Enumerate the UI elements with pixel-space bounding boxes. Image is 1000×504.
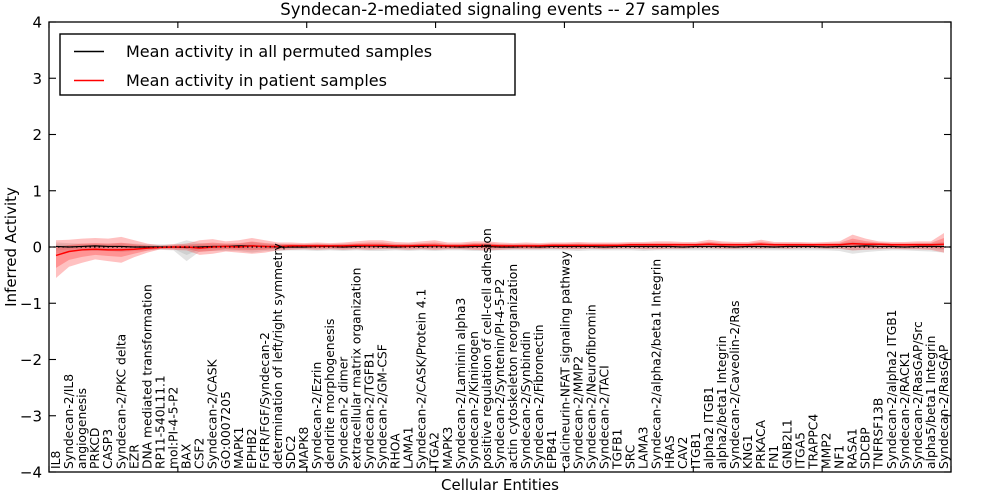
x-tick-label: MAPK8 — [297, 427, 311, 469]
x-tick-label: NF1 — [833, 445, 847, 469]
x-tick-label: LAMA3 — [637, 427, 651, 469]
y-tick-label: 2 — [32, 126, 42, 144]
x-tick-label: MAPK3 — [441, 427, 455, 469]
x-tick-label: Syndecan-2/RACK1 — [898, 352, 912, 469]
x-tick-label: MMP2 — [819, 433, 833, 469]
x-tick-label: TRAPPC4 — [806, 414, 820, 470]
x-tick-label: Syndecan-2/RasGAP — [937, 345, 951, 469]
x-tick-label: DNA mediated transformation — [140, 284, 154, 469]
y-tick-label: −2 — [20, 351, 42, 369]
x-tick-label: FGFR/FGF/Syndecan-2 — [258, 332, 272, 469]
legend-label-permuted: Mean activity in all permuted samples — [126, 42, 432, 61]
x-tick-label: SDC2 — [284, 435, 298, 469]
x-tick-label: extracellular matrix organization — [349, 268, 363, 469]
x-tick-label: Syndecan-2/TACI — [597, 365, 611, 469]
x-tick-label: EZR — [127, 444, 141, 469]
x-tick-label: Syndecan-2/Caveolin-2/Ras — [728, 301, 742, 469]
x-tick-label: TGFB1 — [611, 429, 625, 470]
x-tick-label: CSF2 — [193, 438, 207, 469]
x-tick-label: RASA1 — [846, 428, 860, 469]
x-tick-label: EPHB2 — [245, 428, 259, 469]
x-tick-label: CASP3 — [101, 429, 115, 469]
x-tick-label: positive regulation of cell-cell adhesio… — [480, 228, 494, 469]
x-tick-label: TNFRSF13B — [872, 398, 886, 470]
x-tick-label: RP11-540L11.1 — [153, 375, 167, 469]
x-tick-label: Syndecan-2 dimer — [336, 356, 350, 469]
x-tick-label: dendrite morphogenesis — [323, 319, 337, 469]
x-tick-label: mol:PI-4-5-P2 — [167, 387, 181, 469]
y-tick-label: −3 — [20, 407, 42, 425]
x-tick-label: Syndecan-2/MMP2 — [571, 356, 585, 469]
x-tick-label: PRKACA — [754, 419, 768, 469]
x-tick-label: Syndecan-2/GM-CSF — [375, 344, 389, 469]
patient-mean-line — [55, 242, 945, 257]
y-axis-label: Inferred Activity — [2, 187, 20, 307]
x-tick-label: angiogenesis — [75, 388, 89, 469]
x-tick-label: CAV2 — [676, 437, 690, 469]
y-tick-label: 3 — [32, 70, 42, 88]
x-tick-label: Syndecan-2/PKC delta — [114, 334, 128, 469]
x-tick-label: Syndecan-2/Kininogen — [467, 331, 481, 469]
x-tick-label: FN1 — [767, 445, 781, 469]
x-tick-label: GNB2L1 — [780, 419, 794, 469]
y-tick-label: 4 — [32, 14, 42, 32]
y-tick-label: 0 — [32, 239, 42, 257]
x-tick-label: Syndecan-2/TGFB1 — [362, 352, 376, 469]
chart-title: Syndecan-2-mediated signaling events -- … — [280, 0, 719, 19]
x-tick-label: alpha2 ITGB1 — [702, 386, 716, 469]
x-tick-label: Syndecan-2/Syntenin/PI-4-5-P2 — [493, 279, 507, 469]
y-tick-label: −4 — [20, 464, 42, 482]
x-tick-label: GO:0007205 — [219, 391, 233, 469]
x-tick-label: HRAS — [663, 435, 677, 469]
x-tick-label: IL8 — [49, 451, 63, 469]
x-tick-label: KNG1 — [741, 434, 755, 469]
x-tick-label: ITGA5 — [793, 432, 807, 469]
x-tick-label: determination of left/right symmetry — [271, 243, 285, 469]
x-tick-label: Syndecan-2/Laminin alpha3 — [454, 298, 468, 469]
y-tick-label: −1 — [20, 295, 42, 313]
x-tick-label: SRC — [624, 445, 638, 469]
legend-label-patient: Mean activity in patient samples — [126, 71, 387, 90]
x-tick-label: Syndecan-2/Fibronectin — [532, 324, 546, 469]
x-tick-label: Syndecan-2/Neurofibromin — [584, 304, 598, 469]
x-tick-label: Syndecan-2/RasGAP/Src — [911, 321, 925, 469]
y-tick-labels: 4 3 2 1 0 −1 −2 −3 −4 — [20, 14, 42, 482]
x-tick-label: EPB41 — [545, 430, 559, 469]
x-tick-label: Syndecan-2/CASK — [206, 358, 220, 469]
x-tick-label: LAMA1 — [402, 427, 416, 469]
x-tick-label: Syndecan-2/alpha2/beta1 Integrin — [650, 259, 664, 469]
x-tick-label: RHOA — [389, 433, 403, 469]
x-tick-label: ITGA2 — [428, 432, 442, 469]
legend: Mean activity in all permuted samples Me… — [59, 33, 516, 96]
x-tick-label: ITGB1 — [689, 432, 703, 469]
plot-border — [48, 21, 952, 473]
legend-box — [59, 33, 516, 96]
x-tick-label: calcineurin-NFAT signaling pathway — [558, 251, 572, 469]
x-axis-label: Cellular Entities — [441, 476, 559, 494]
x-tick-label: Syndecan-2/alpha2 ITGB1 — [885, 310, 899, 470]
x-tick-label: Syndecan-2/CASK/Protein 4.1 — [415, 289, 429, 469]
x-tick-label: BAX — [180, 443, 194, 469]
x-tick-label: Syndecan-2/Ezrin — [310, 362, 324, 469]
x-tick-label: Syndecan-2/IL8 — [62, 374, 76, 469]
x-tick-label: Syndecan-2/Synbindin — [519, 331, 533, 469]
x-tick-label: actin cytoskeleton reorganization — [506, 264, 520, 469]
x-tick-label: alpha2/beta1 Integrin — [715, 336, 729, 469]
x-tick-label: alpha5/beta1 Integrin — [924, 336, 938, 469]
y-tick-label: 1 — [32, 182, 42, 200]
x-tick-label: MAPK1 — [232, 427, 246, 469]
x-tick-label: PRKCD — [88, 428, 102, 469]
x-tick-label: SDCBP — [859, 427, 873, 469]
